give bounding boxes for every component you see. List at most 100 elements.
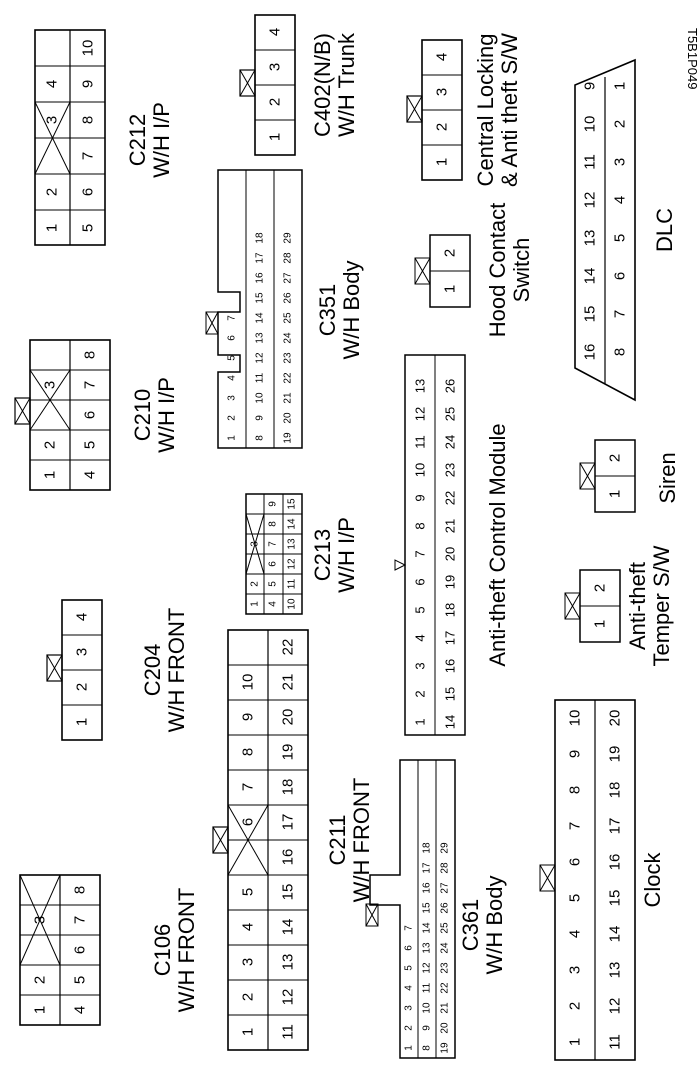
c361-subtitle: W/H Body — [482, 875, 507, 974]
pin-c212-6: 6 — [80, 188, 97, 196]
pin-c361-24: 24 — [440, 942, 451, 954]
connector-c210 — [14, 339, 111, 491]
pin-c351-21: 21 — [283, 392, 294, 404]
pin-c106-3: 3 — [32, 916, 49, 924]
pin-c213-2: 2 — [250, 581, 261, 587]
clock-title: Clock — [640, 851, 665, 907]
hood-contact-title: Hood Contact — [485, 203, 510, 338]
pin-c211-22: 22 — [280, 639, 297, 656]
pin-atcm-25: 25 — [443, 407, 458, 421]
pin-atcm-3: 3 — [413, 662, 428, 669]
pin-c212-8: 8 — [80, 116, 97, 124]
connector-hood-contact — [414, 234, 471, 308]
pin-c361-19: 19 — [440, 1042, 451, 1054]
c213-title: C213 — [310, 529, 335, 582]
pin-c402-1: 1 — [267, 133, 284, 141]
c211-title: C211 — [325, 815, 350, 866]
connector-siren — [579, 439, 636, 513]
central-locking-label: Central Locking & Anti theft S/W — [473, 33, 522, 187]
pin-atcm-12: 12 — [413, 407, 428, 421]
pin-c211-4: 4 — [240, 923, 257, 931]
connector-central-locking — [406, 39, 463, 181]
c351-subtitle: W/H Body — [339, 260, 364, 359]
pin-clock-11: 11 — [607, 1034, 624, 1050]
c212-title: C212 — [125, 114, 150, 167]
pin-c212-2: 2 — [44, 188, 61, 196]
anti-theft-module-label: Anti-theft Control Module — [485, 423, 510, 666]
pin-c106-8: 8 — [72, 886, 89, 894]
pin-dlc-12: 12 — [582, 192, 599, 209]
anti-theft-temper-title: Anti-theft — [625, 562, 650, 650]
pin-c211-5: 5 — [240, 888, 257, 896]
pin-c351-17: 17 — [255, 252, 266, 264]
pin-c361-22: 22 — [440, 982, 451, 994]
pin-tamper-1: 1 — [592, 620, 609, 628]
c210-title: C210 — [130, 389, 155, 442]
pin-c211-18: 18 — [280, 779, 297, 796]
pin-atcm-18: 18 — [443, 603, 458, 617]
pin-clock-8: 8 — [567, 786, 584, 794]
pin-c212-4: 4 — [44, 80, 61, 88]
pin-clock-5: 5 — [567, 894, 584, 902]
siren-title: Siren — [655, 452, 680, 503]
central-locking-subtitle: & Anti theft S/W — [497, 33, 522, 187]
connector-c213 — [245, 493, 303, 615]
pin-c351-7: 7 — [227, 315, 238, 321]
pin-clock-13: 13 — [607, 962, 624, 979]
pin-c361-28: 28 — [440, 862, 451, 874]
pin-c211-15: 15 — [280, 884, 297, 901]
pin-c361-1: 1 — [404, 1045, 415, 1051]
pin-dlc-6: 6 — [612, 272, 629, 280]
pin-c211-13: 13 — [280, 954, 297, 971]
pin-c361-2: 2 — [404, 1025, 415, 1031]
pin-c212-1: 1 — [44, 224, 61, 232]
pin-c361-21: 21 — [440, 1002, 451, 1014]
pin-c211-19: 19 — [280, 744, 297, 761]
pin-c361-18: 18 — [422, 842, 433, 854]
pin-c211-2: 2 — [240, 993, 257, 1001]
pin-c351-1: 1 — [227, 435, 238, 441]
pin-c210-1: 1 — [42, 471, 59, 479]
pin-hood-2: 2 — [442, 249, 459, 257]
pin-c213-3: 3 — [250, 541, 261, 547]
pin-c351-20: 20 — [283, 412, 294, 424]
pin-dlc-16: 16 — [582, 344, 599, 361]
pin-dlc-7: 7 — [612, 310, 629, 318]
hood-contact-label: Hood Contact Switch — [485, 203, 534, 338]
pin-c351-23: 23 — [283, 352, 294, 364]
connector-c106 — [19, 874, 101, 1026]
pin-atcm-19: 19 — [443, 575, 458, 589]
pin-c211-21: 21 — [280, 674, 297, 691]
pin-c351-24: 24 — [283, 332, 294, 344]
pin-dlc-15: 15 — [582, 306, 599, 323]
pin-c361-27: 27 — [440, 882, 451, 894]
pin-c211-7: 7 — [240, 783, 257, 791]
pin-c351-12: 12 — [255, 352, 266, 364]
pin-c402-2: 2 — [267, 98, 284, 106]
c204-subtitle: W/H FRONT — [164, 608, 189, 733]
pin-atcm-15: 15 — [443, 687, 458, 701]
pin-c402-3: 3 — [267, 63, 284, 71]
pin-atcm-26: 26 — [443, 379, 458, 393]
pin-c361-8: 8 — [422, 1045, 433, 1051]
dlc-title: DLC — [652, 208, 677, 252]
pin-clock-17: 17 — [607, 818, 624, 835]
pin-c351-11: 11 — [255, 372, 266, 383]
pin-c351-29: 29 — [283, 232, 294, 244]
pin-cls-3: 3 — [434, 88, 451, 96]
c213-subtitle: W/H I/P — [334, 517, 359, 593]
pin-c212-9: 9 — [80, 80, 97, 88]
pin-c361-29: 29 — [440, 842, 451, 854]
pin-c351-25: 25 — [283, 312, 294, 324]
pin-c211-16: 16 — [280, 849, 297, 866]
pin-c361-10: 10 — [422, 1002, 433, 1014]
connector-anti-theft-module — [394, 354, 466, 736]
connector-c212 — [34, 29, 106, 246]
pin-c361-11: 11 — [422, 982, 433, 993]
connector-c210-label: C210 W/H I/P — [130, 377, 179, 453]
pin-c211-3: 3 — [240, 958, 257, 966]
pin-c106-2: 2 — [32, 976, 49, 984]
central-locking-title: Central Locking — [473, 34, 498, 187]
pin-clock-18: 18 — [607, 782, 624, 799]
